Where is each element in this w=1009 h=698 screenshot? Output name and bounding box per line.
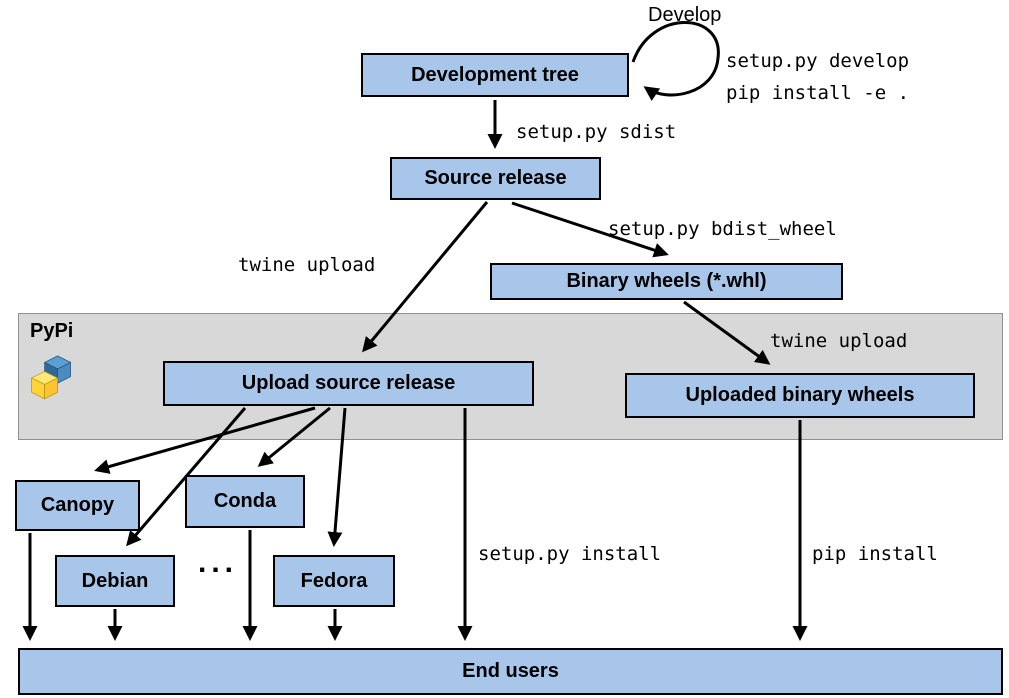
label-pip-install-e: pip install -e . [726, 82, 910, 104]
label-setup-py-bdist-wheel: setup.py bdist_wheel [608, 218, 837, 240]
label-setup-py-sdist: setup.py sdist [516, 121, 677, 143]
label-develop: Develop [648, 4, 722, 26]
node-upload-source-release: Upload source release [163, 361, 534, 406]
node-source-release: Source release [390, 157, 601, 200]
label-twine-upload-right: twine upload [770, 330, 908, 352]
label-twine-upload-left: twine upload [238, 254, 376, 276]
pypi-logo-icon [30, 355, 72, 400]
node-development-tree: Development tree [361, 53, 629, 97]
edge-develop-selfloop [631, 21, 720, 101]
label-pypi-band: PyPi [30, 320, 74, 342]
node-uploaded-binary-wheels: Uploaded binary wheels [625, 373, 975, 418]
label-pip-install: pip install [812, 543, 938, 565]
node-end-users: End users [18, 648, 1003, 695]
label-setup-py-develop: setup.py develop [726, 50, 910, 72]
label-ellipsis: ... [198, 546, 239, 579]
node-fedora: Fedora [273, 555, 395, 607]
node-canopy: Canopy [15, 480, 140, 531]
node-conda: Conda [185, 475, 305, 528]
label-setup-py-install: setup.py install [478, 543, 662, 565]
node-binary-wheels: Binary wheels (*.whl) [490, 263, 843, 300]
node-debian: Debian [55, 555, 175, 607]
